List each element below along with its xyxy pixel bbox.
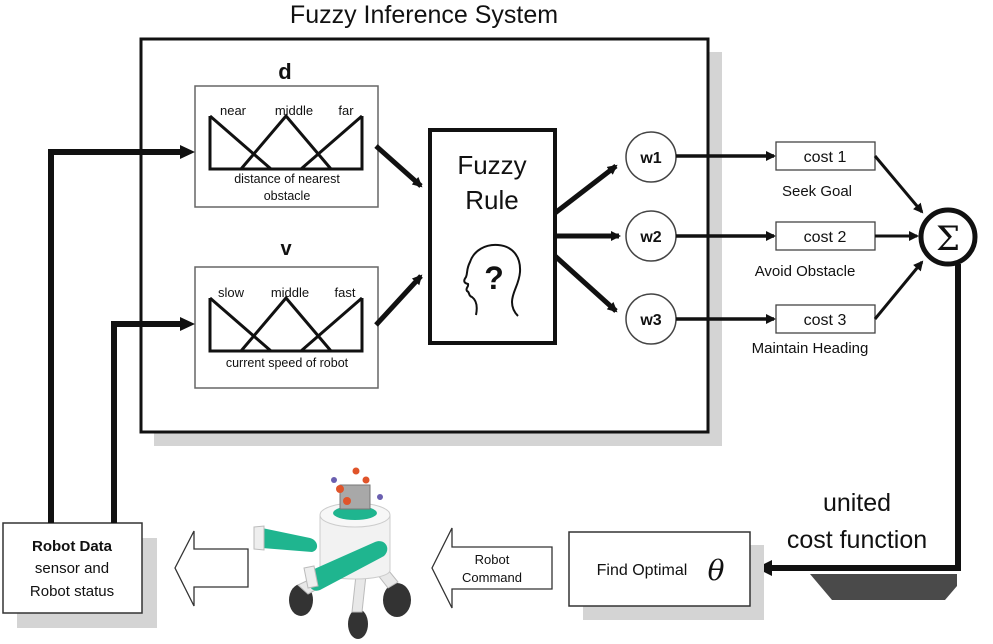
cost-box-3: cost 3 bbox=[775, 304, 876, 334]
robot-arm-upper bbox=[262, 528, 318, 552]
svg-text:w1: w1 bbox=[639, 150, 661, 167]
svg-text:cost 3: cost 3 bbox=[804, 312, 847, 329]
command-label: Robot bbox=[475, 552, 510, 567]
arrow-v-to-rule bbox=[374, 274, 423, 327]
head-question-icon: ? bbox=[463, 243, 522, 317]
united-cost-line bbox=[772, 264, 961, 571]
mf-frame bbox=[208, 116, 364, 171]
robot-gripper bbox=[303, 565, 319, 589]
diagram-title: Fuzzy Inference System bbox=[290, 1, 558, 29]
robot-sensor bbox=[343, 497, 351, 505]
united-line-shadow bbox=[810, 574, 957, 600]
robot-sensor bbox=[352, 467, 360, 475]
arrow-rule-to-w1 bbox=[553, 164, 618, 215]
robot-data-line: sensor and bbox=[35, 560, 109, 577]
weight-node-w3: w3 bbox=[625, 293, 677, 345]
robot-sensor bbox=[331, 477, 337, 483]
robot-leg bbox=[351, 574, 367, 613]
fuzzy-rule-label: Fuzzy bbox=[457, 150, 526, 180]
fuzzy-rule-label: Rule bbox=[465, 185, 518, 215]
svg-text:w2: w2 bbox=[639, 229, 661, 246]
feedback-arrowhead-d bbox=[180, 145, 195, 159]
united-label: united bbox=[823, 489, 891, 517]
cost-box-2: cost 2 bbox=[775, 221, 876, 251]
set-label: slow bbox=[218, 285, 245, 300]
set-label: fast bbox=[335, 285, 356, 300]
mf-frame bbox=[208, 298, 364, 353]
robot-data-box bbox=[2, 522, 143, 614]
set-label: far bbox=[338, 103, 354, 118]
mf-caption: current speed of robot bbox=[226, 356, 349, 370]
arrow-d-to-rule bbox=[374, 144, 423, 188]
mf-caption: obstacle bbox=[264, 189, 311, 203]
robot-icon bbox=[253, 467, 411, 639]
arrow-cost3-to-sum bbox=[873, 260, 924, 320]
robot-wheel bbox=[348, 609, 368, 639]
feedback-line-d bbox=[48, 149, 180, 523]
robot-command-arrow bbox=[431, 527, 553, 609]
optimizer-label: Find Optimal bbox=[597, 562, 688, 579]
fuzzy-rule-block bbox=[428, 128, 557, 345]
input-variable-d: d bbox=[278, 59, 291, 84]
mf-middle bbox=[239, 295, 333, 352]
weight-node-w1: w1 bbox=[625, 131, 677, 183]
theta-symbol: θ bbox=[708, 554, 725, 587]
arrow-cost1-to-sum bbox=[873, 155, 924, 214]
robot-data-line: Robot status bbox=[30, 583, 114, 600]
svg-text:cost 2: cost 2 bbox=[804, 229, 847, 246]
robot-sensor bbox=[362, 476, 370, 484]
membership-function-d: near middle far distance of nearest obst… bbox=[194, 85, 379, 208]
command-label: Command bbox=[462, 570, 522, 585]
mf-fast bbox=[300, 296, 363, 353]
set-label: near bbox=[220, 103, 247, 118]
robot-data-arrow bbox=[174, 530, 249, 607]
cost-objective-avoid-obstacle: Avoid Obstacle bbox=[755, 263, 856, 280]
sigma-symbol: Σ bbox=[936, 219, 960, 259]
membership-box-v bbox=[194, 266, 379, 389]
mf-near bbox=[209, 114, 272, 171]
mf-far bbox=[300, 114, 363, 171]
mf-caption: distance of nearest bbox=[234, 172, 340, 186]
optimizer-box bbox=[568, 531, 751, 607]
robot-arm-lower bbox=[308, 541, 388, 591]
svg-text:cost 1: cost 1 bbox=[804, 149, 847, 166]
robot-data-title: Robot Data bbox=[32, 538, 113, 555]
mf-slow bbox=[209, 296, 272, 353]
united-label: cost function bbox=[787, 526, 927, 554]
cost-objective-seek-goal: Seek Goal bbox=[782, 183, 852, 200]
robot-sensor bbox=[336, 485, 344, 493]
feedback-line-v bbox=[111, 321, 180, 523]
robot-head bbox=[339, 484, 371, 510]
membership-box-d bbox=[194, 85, 379, 208]
arrow-rule-to-w3 bbox=[553, 254, 618, 313]
set-label: middle bbox=[271, 285, 309, 300]
robot-gripper bbox=[253, 525, 265, 551]
weight-node-w2: w2 bbox=[625, 210, 677, 262]
set-label: middle bbox=[275, 103, 313, 118]
input-variable-v: v bbox=[280, 238, 292, 260]
summation-node: Σ bbox=[918, 207, 978, 267]
cost-objective-maintain-heading: Maintain Heading bbox=[752, 340, 869, 357]
cost-box-1: cost 1 bbox=[775, 141, 876, 171]
question-mark: ? bbox=[484, 260, 504, 296]
membership-function-v: slow middle fast current speed of robot bbox=[194, 266, 379, 389]
robot-sensor bbox=[377, 494, 383, 500]
svg-text:w3: w3 bbox=[639, 312, 661, 329]
robot-wheel bbox=[383, 583, 411, 617]
mf-middle bbox=[239, 113, 333, 170]
feedback-arrowhead-v bbox=[180, 317, 195, 331]
